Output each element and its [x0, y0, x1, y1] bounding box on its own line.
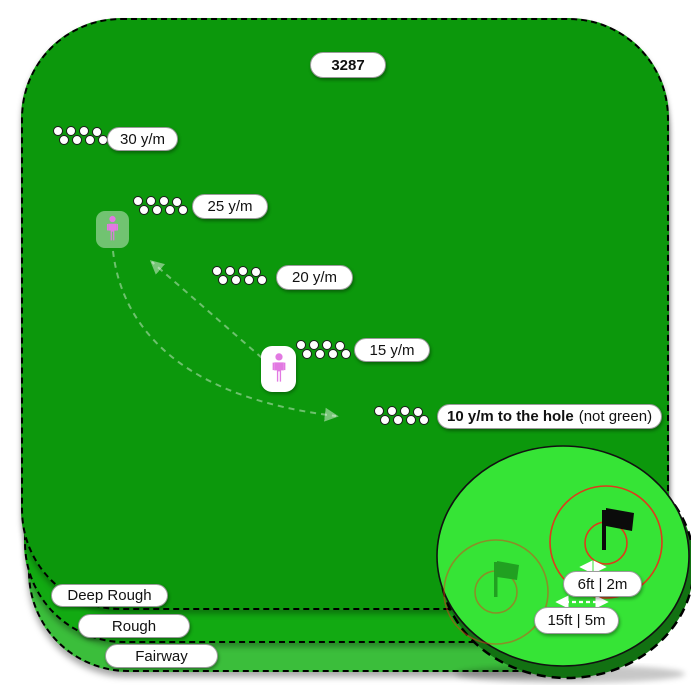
ball-cluster-25 [133, 196, 189, 216]
station-label-10-note: (not green) [578, 408, 653, 425]
golf-ball [380, 415, 390, 425]
ball-cluster-15 [296, 340, 352, 360]
golf-ball [302, 349, 312, 359]
golf-ball [257, 275, 267, 285]
station-label-30: 30 y/m [107, 127, 179, 151]
green-distance-outer-label: 15ft | 5m [534, 607, 619, 634]
golf-ball [335, 341, 345, 351]
practice-green [436, 445, 690, 667]
golf-ball [400, 406, 410, 416]
shot-arrow-to-upper-station [149, 260, 263, 359]
golf-ball [296, 340, 306, 350]
golf-ball [315, 349, 325, 359]
golf-ball [374, 406, 384, 416]
zone-label-fairway: Fairway [105, 644, 218, 668]
person-icon [272, 353, 285, 382]
golf-ball [139, 205, 149, 215]
golf-ball [79, 126, 89, 136]
golf-ball [322, 340, 332, 350]
golf-ball [393, 415, 403, 425]
station-label-15: 15 y/m [354, 338, 430, 362]
shot-arrow-curved-to-lower-station [112, 250, 339, 422]
golf-ball [231, 275, 241, 285]
golf-ball [59, 135, 69, 145]
golf-ball [152, 205, 162, 215]
faded-flag-icon [494, 561, 519, 597]
course-number-label: 3287 [310, 52, 386, 78]
station-label-25: 25 y/m [192, 194, 268, 219]
flag-icon [602, 508, 634, 550]
golf-ball [238, 266, 248, 276]
golf-ball [406, 415, 416, 425]
golf-ball [413, 407, 423, 417]
faded-pin-target [443, 539, 549, 645]
golf-ball [387, 406, 397, 416]
golf-ball [218, 275, 228, 285]
golf-ball [53, 126, 63, 136]
golf-ball [92, 127, 102, 137]
person-icon [106, 215, 119, 241]
station-label-10-main: 10 y/m to the hole [447, 408, 574, 425]
golf-ball [309, 340, 319, 350]
ball-cluster-20 [212, 266, 268, 286]
ball-cluster-30 [53, 126, 109, 146]
golf-ball [328, 349, 338, 359]
golf-ball [341, 349, 351, 359]
golf-ball [133, 196, 143, 206]
player-upper [96, 211, 129, 248]
golf-ball [172, 197, 182, 207]
player-lower [261, 346, 296, 392]
golf-ball [244, 275, 254, 285]
golf-ball [419, 415, 429, 425]
station-label-10-hole: 10 y/m to the hole (not green) [437, 404, 663, 429]
golf-ball [85, 135, 95, 145]
golf-ball [165, 205, 175, 215]
green-distance-inner-label: 6ft | 2m [563, 571, 642, 597]
ball-cluster-10 [374, 406, 430, 426]
golf-ball [178, 205, 188, 215]
golf-ball [159, 196, 169, 206]
golf-ball [225, 266, 235, 276]
zone-label-deep-rough: Deep Rough [51, 584, 168, 607]
station-label-20: 20 y/m [276, 265, 353, 290]
golf-ball [72, 135, 82, 145]
zone-label-rough: Rough [78, 614, 190, 638]
golf-ball [251, 267, 261, 277]
golf-ball [212, 266, 222, 276]
golf-ball [146, 196, 156, 206]
golf-ball [66, 126, 76, 136]
